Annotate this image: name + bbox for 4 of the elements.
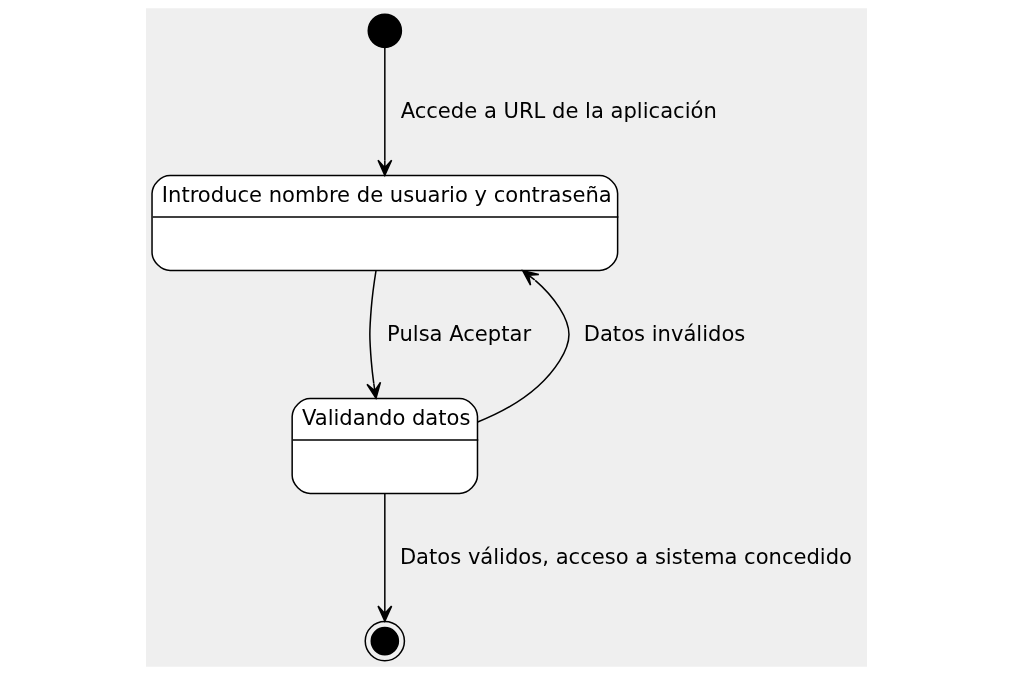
edge-label: Datos válidos, acceso a sistema concedido	[399, 543, 852, 569]
edge-label: Pulsa Aceptar	[386, 320, 531, 346]
edge-label: Datos inválidos	[583, 320, 745, 346]
edge-label: Accede a URL de la aplicación	[400, 97, 717, 123]
